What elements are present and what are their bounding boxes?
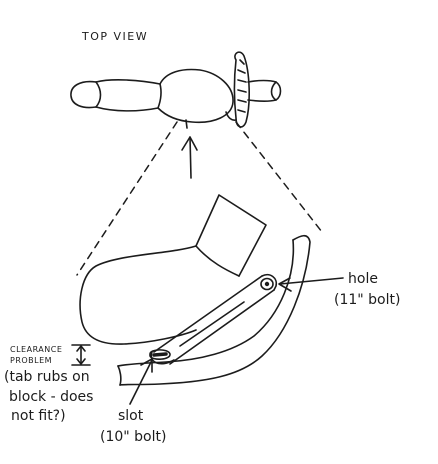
top-view-body bbox=[95, 68, 234, 124]
clearance-dimension bbox=[71, 344, 91, 366]
projection-line-left bbox=[76, 121, 178, 276]
tab-note-line-1: (tab rubs on bbox=[4, 369, 90, 385]
slot-label: slot bbox=[118, 408, 144, 424]
clearance-label-2: PROBLEM bbox=[10, 356, 52, 365]
up-arrow bbox=[181, 136, 198, 179]
hole-bolt-label: (11" bolt) bbox=[334, 292, 400, 308]
top-view-label: TOP VIEW bbox=[81, 30, 148, 43]
projection-line-right bbox=[235, 121, 323, 233]
top-view-stub bbox=[247, 79, 282, 102]
bolt-hole bbox=[260, 277, 274, 291]
tab-note-line-3: not fit?) bbox=[11, 408, 66, 424]
hole-label: hole bbox=[348, 271, 378, 287]
top-view-disc bbox=[233, 51, 250, 128]
clearance-label-1: CLEARANCE bbox=[10, 345, 62, 354]
link-bar bbox=[150, 273, 278, 365]
top-view-cylinder-end bbox=[70, 80, 97, 109]
slot-pointer-arrow bbox=[129, 358, 153, 405]
top-view-part bbox=[70, 51, 282, 129]
tab-note-line-2: block - does bbox=[9, 389, 93, 405]
bolt-slot bbox=[149, 349, 171, 360]
engine-block bbox=[79, 194, 267, 345]
slot-bolt-label: (10" bolt) bbox=[100, 429, 166, 445]
hole-pointer-arrow bbox=[278, 277, 344, 292]
